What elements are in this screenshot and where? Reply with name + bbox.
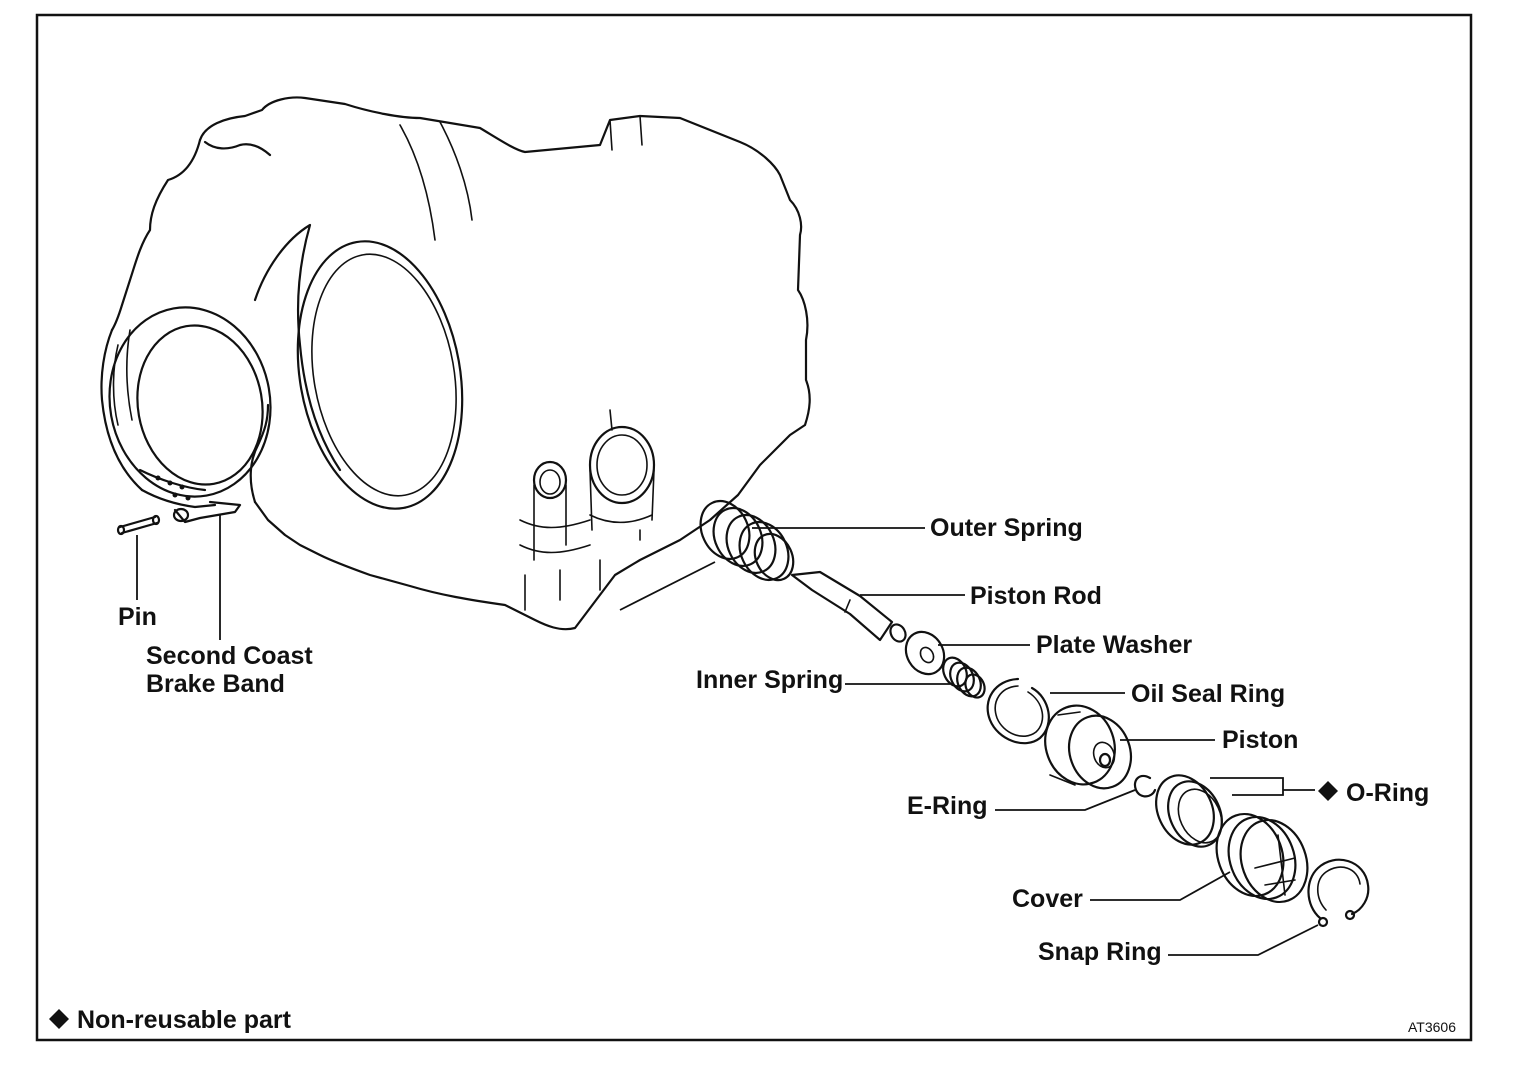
label-e-ring: E-Ring xyxy=(907,792,988,820)
leader-lines xyxy=(136,515,1319,956)
outer-spring-part xyxy=(699,500,795,582)
label-second-coast-brake-band-line1: Second Coast xyxy=(146,642,313,670)
transmission-case-drawing xyxy=(110,96,811,631)
label-piston-rod: Piston Rod xyxy=(970,582,1102,610)
legend-text: Non-reusable part xyxy=(77,1006,292,1034)
label-outer-spring: Outer Spring xyxy=(930,514,1083,542)
legend-diamond-icon xyxy=(49,1009,69,1029)
label-o-ring: O-Ring xyxy=(1346,779,1429,807)
label-snap-ring: Snap Ring xyxy=(1038,938,1162,966)
piston-part xyxy=(1044,704,1133,790)
label-second-coast-brake-band-line2: Brake Band xyxy=(146,670,285,698)
second-coast-brake-band-drawing xyxy=(100,306,272,524)
label-piston: Piston xyxy=(1222,726,1298,754)
snap-ring-part xyxy=(1307,858,1370,928)
plate-washer-part xyxy=(904,630,946,676)
label-plate-washer: Plate Washer xyxy=(1036,631,1192,659)
oil-seal-ring-part xyxy=(986,677,1050,745)
piston-rod-part xyxy=(790,570,907,643)
o-ring-nonreusable-diamond-icon xyxy=(1318,781,1338,801)
e-ring-part xyxy=(1133,774,1157,798)
o-ring-part xyxy=(1155,774,1223,848)
diagram-frame xyxy=(35,13,1473,1042)
label-cover: Cover xyxy=(1012,885,1083,913)
label-inner-spring: Inner Spring xyxy=(696,666,843,694)
inner-spring-part xyxy=(942,656,986,699)
pin-part xyxy=(116,514,161,536)
label-pin: Pin xyxy=(118,603,157,631)
label-oil-seal-ring: Oil Seal Ring xyxy=(1131,680,1285,708)
cover-part xyxy=(1215,812,1309,904)
figure-code: AT3606 xyxy=(1408,1019,1456,1035)
